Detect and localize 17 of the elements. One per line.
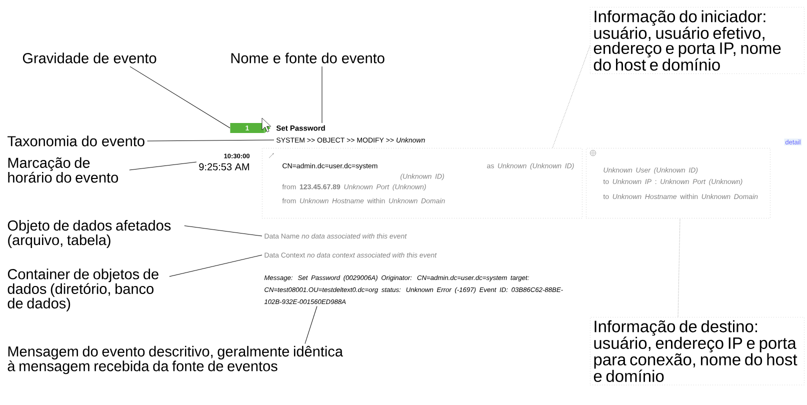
leader-line bbox=[169, 254, 262, 277]
annotation-text: Objeto de dados afetados (arquivo, tabela) bbox=[8, 220, 171, 248]
leader-line bbox=[678, 218, 680, 318]
annotation-text: Marcação de horário do evento bbox=[8, 157, 118, 183]
annotation-text: Mensagem do evento descritivo, geralmente idêntica à mensagem recebida da fonte de eventos bbox=[8, 346, 343, 374]
leader-line bbox=[304, 306, 318, 344]
leader-line bbox=[147, 140, 274, 142]
annotation-text: Nome e fonte do evento bbox=[231, 52, 384, 64]
annotation-text: Container de objetos de dados (diretório, banco de dados) bbox=[8, 268, 158, 312]
leader-line bbox=[129, 162, 197, 170]
leader-line bbox=[184, 226, 262, 236]
annotation-text: Taxonomia do evento bbox=[8, 136, 144, 146]
leader-line bbox=[130, 66, 230, 128]
callout-box: Informação do iniciador: usuário, usuário efetivo, endereço e porta IP, nome do host e domínio bbox=[590, 7, 804, 74]
annotation-text: Gravidade de evento bbox=[22, 52, 156, 64]
callout-box: Informação de destino: usuário, endereço IP e porta para conexão, nome do host e domínio bbox=[590, 317, 804, 386]
leader-line bbox=[552, 46, 590, 148]
